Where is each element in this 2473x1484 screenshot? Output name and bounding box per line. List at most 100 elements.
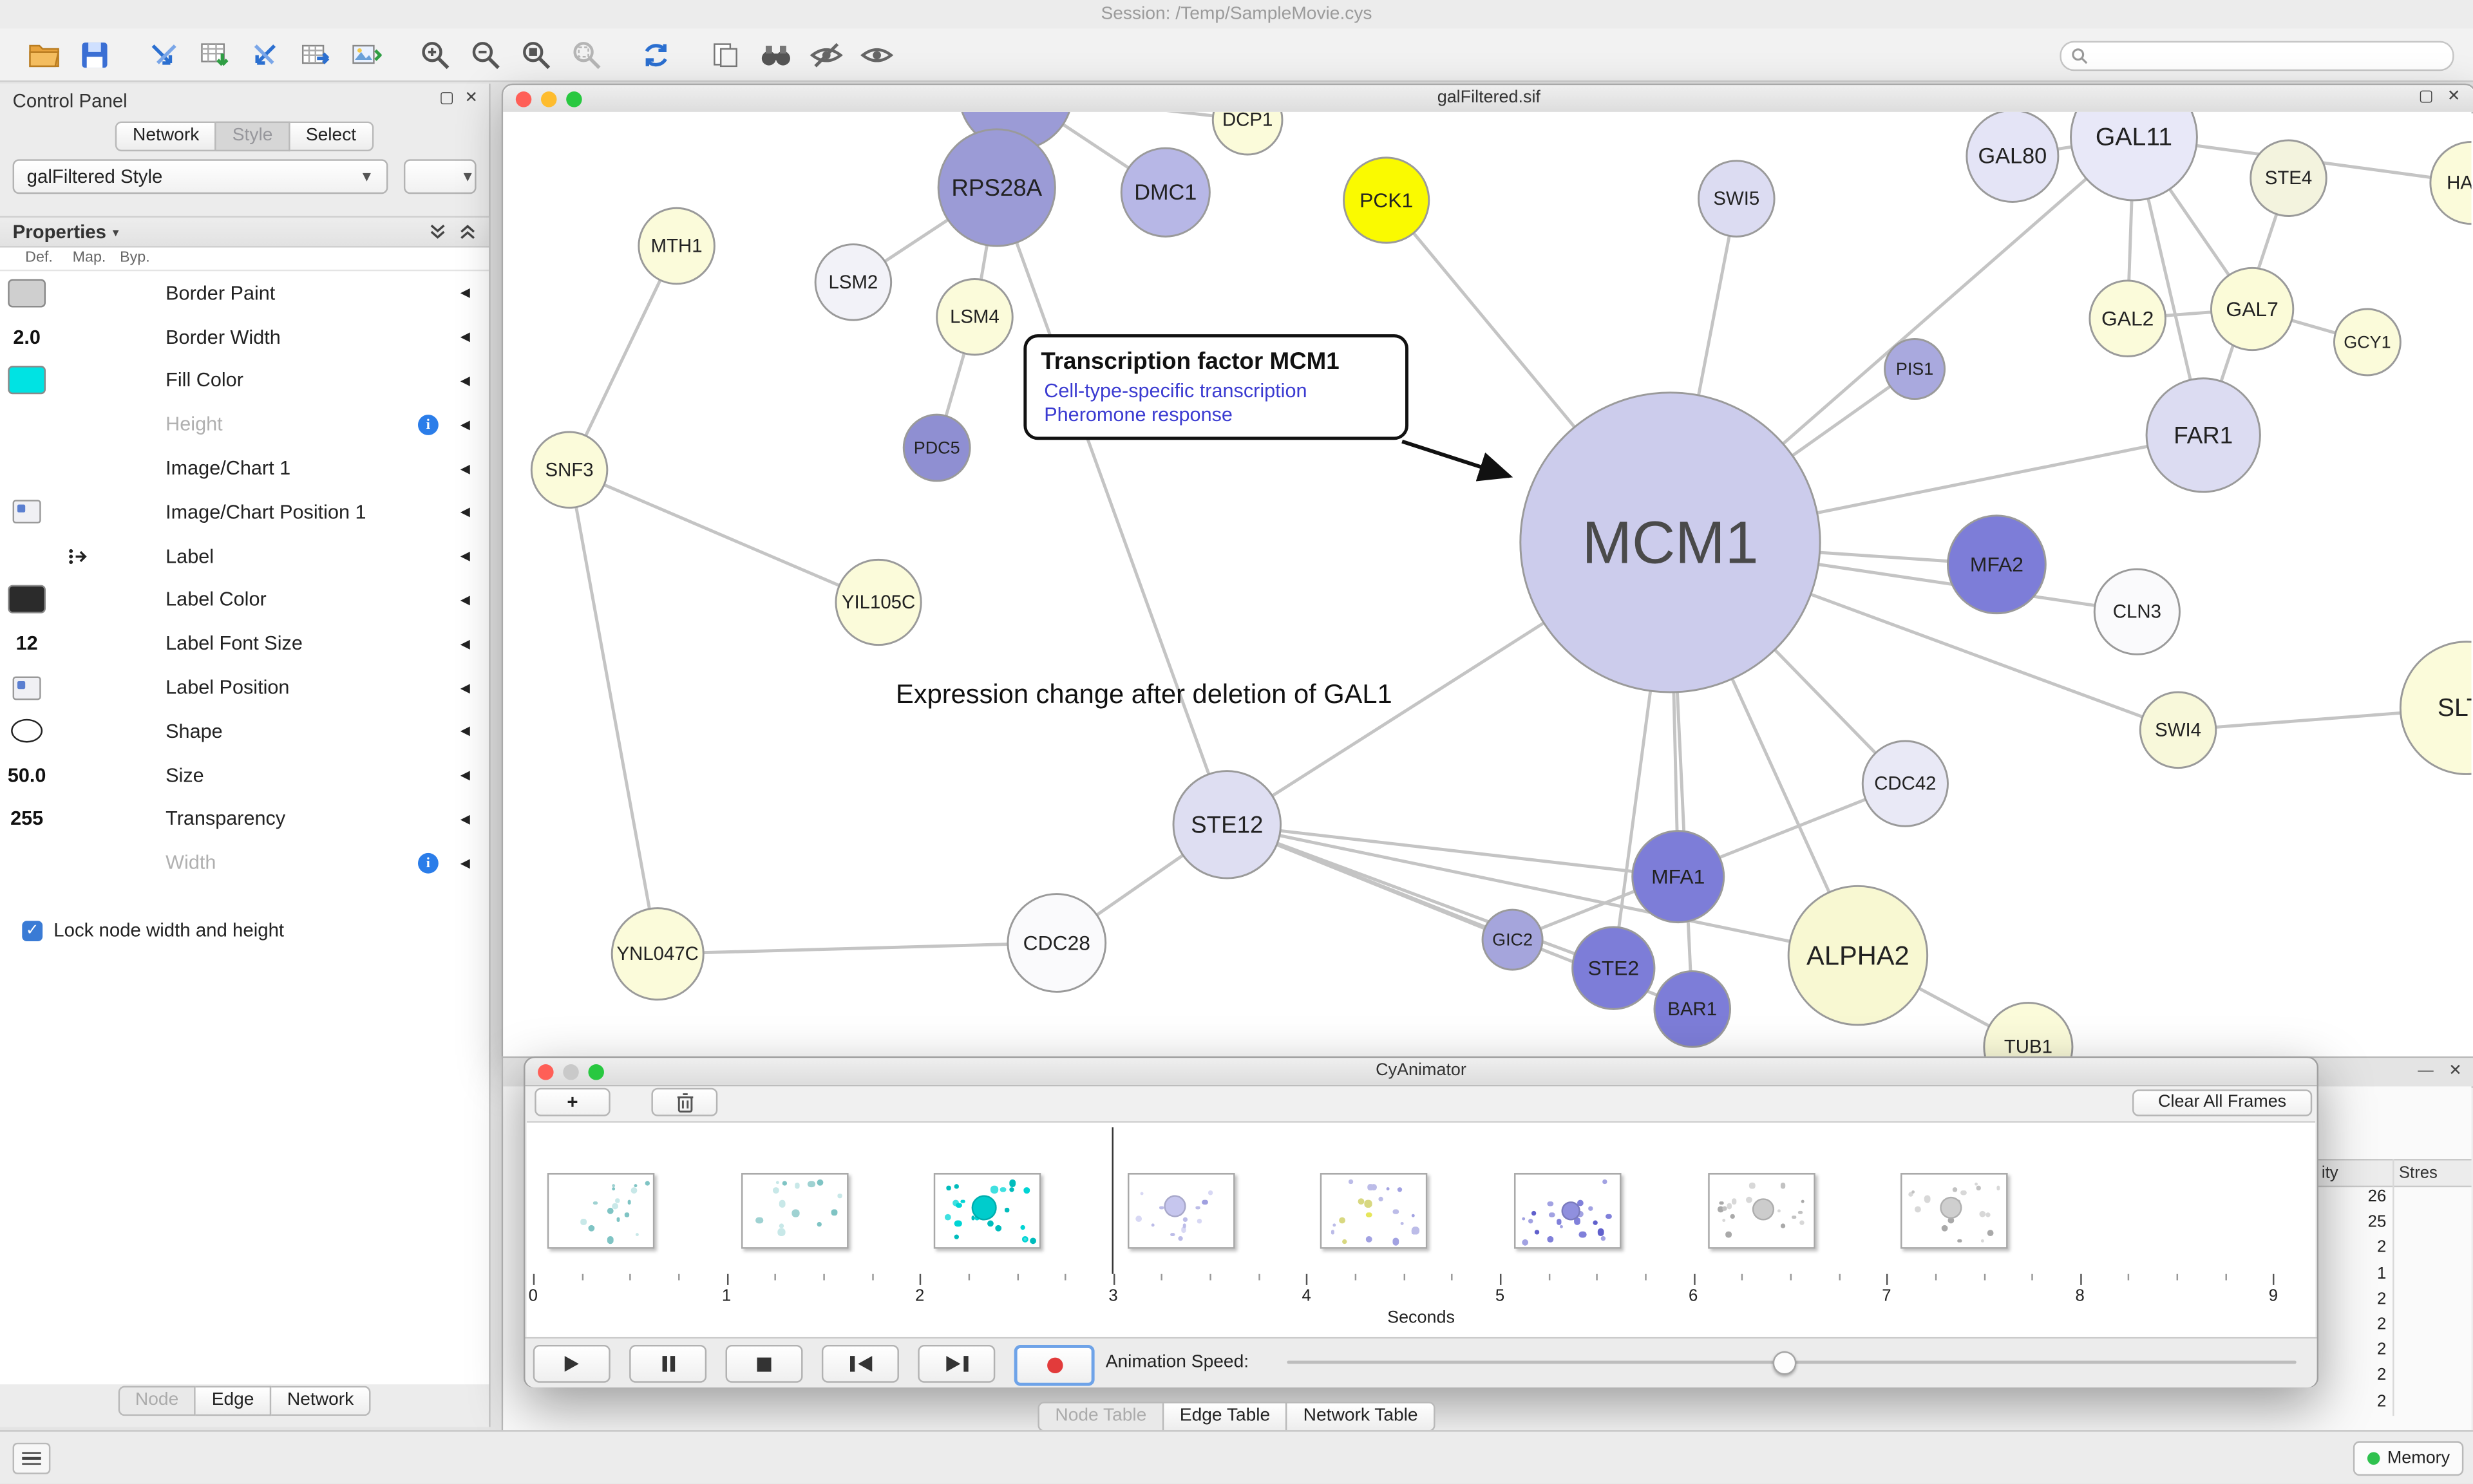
table-row[interactable]: 26 (2317, 1187, 2472, 1213)
node-TUB1[interactable]: TUB1 (1983, 1002, 2074, 1057)
hide-selected-button[interactable] (801, 32, 851, 77)
export-network-button[interactable] (240, 32, 290, 77)
expand-row-icon[interactable]: ◀ (460, 724, 470, 739)
annotation-link[interactable]: Cell-type-specific transcription (1044, 380, 1307, 402)
node-GAL80[interactable]: GAL80 (1966, 111, 2060, 203)
edge-YIL105C-SNF3[interactable] (569, 468, 880, 604)
show-all-button[interactable] (851, 32, 902, 77)
minimize-window-icon[interactable] (563, 1063, 579, 1080)
node-STE12[interactable]: STE12 (1172, 770, 1282, 879)
edge-DCP1-RPS28B[interactable] (1016, 111, 1248, 122)
table-row[interactable]: 2 (2317, 1315, 2472, 1340)
node-GCY1[interactable]: GCY1 (2333, 308, 2402, 377)
node-MFA2[interactable]: MFA2 (1947, 514, 2047, 615)
record-button[interactable] (1014, 1344, 1095, 1386)
find-network-button[interactable] (751, 32, 801, 77)
node-MFA1[interactable]: MFA1 (1631, 830, 1725, 924)
expand-row-icon[interactable]: ◀ (460, 286, 470, 301)
expand-row-icon[interactable]: ◀ (460, 330, 470, 344)
stop-button[interactable] (725, 1344, 803, 1383)
playhead[interactable] (1112, 1127, 1113, 1274)
network-window-titlebar[interactable]: galFiltered.sif ▢ ✕ (503, 85, 2473, 114)
property-row-label-position[interactable]: Label Position◀ (0, 666, 489, 709)
frame-thumbnail-7[interactable] (1900, 1173, 2009, 1249)
default-value-cell[interactable] (0, 675, 53, 700)
panel-toggle-button[interactable] (12, 1442, 51, 1474)
tab-edge-table[interactable]: Edge Table (1164, 1402, 1288, 1432)
tab-select[interactable]: Select (290, 121, 374, 152)
default-value-cell[interactable] (0, 585, 53, 614)
annotation-box[interactable]: Transcription factor MCM1 Cell-type-spec… (1023, 334, 1408, 440)
expand-row-icon[interactable]: ◀ (460, 373, 470, 388)
network-canvas[interactable]: RPS28BDCP1RPS28ADMC1PCK1SWI5GAL80GAL11ST… (503, 111, 2472, 1057)
lock-size-checkbox[interactable]: ✓ (22, 919, 43, 941)
expand-row-icon[interactable]: ◀ (460, 505, 470, 520)
float-window-icon[interactable]: ▢ (2418, 88, 2434, 106)
cyanimator-titlebar[interactable]: CyAnimator (525, 1058, 2317, 1087)
node-PDC5[interactable]: PDC5 (902, 413, 971, 482)
close-panel-icon[interactable]: ✕ (464, 89, 478, 108)
property-row-shape[interactable]: Shape◀ (0, 709, 489, 753)
clear-all-frames-button[interactable]: Clear All Frames (2132, 1089, 2313, 1116)
table-row[interactable]: 1 (2317, 1264, 2472, 1290)
expand-row-icon[interactable]: ◀ (460, 768, 470, 783)
edge-MTH1-SNF3[interactable] (567, 245, 678, 471)
expand-row-icon[interactable]: ◀ (460, 592, 470, 607)
edge-STE12-ALPHA2[interactable] (1226, 823, 1859, 957)
table-row[interactable]: 2 (2317, 1391, 2472, 1417)
import-network-button[interactable] (139, 32, 189, 77)
edge-STE12-MFA1[interactable] (1227, 823, 1678, 879)
export-image-button[interactable] (341, 32, 391, 77)
node-BAR1[interactable]: BAR1 (1653, 970, 1732, 1048)
frame-thumbnail-6[interactable] (1707, 1173, 1815, 1249)
frame-thumbnail-2[interactable] (934, 1173, 1041, 1249)
refresh-view-button[interactable] (631, 32, 681, 77)
node-STE2[interactable]: STE2 (1571, 926, 1656, 1010)
close-view-icon[interactable]: ✕ (2447, 88, 2461, 106)
frame-thumbnail-4[interactable] (1320, 1173, 1428, 1249)
expand-row-icon[interactable]: ◀ (460, 680, 470, 695)
property-row-label[interactable]: Label◀ (0, 534, 489, 578)
default-value-cell[interactable] (0, 500, 53, 524)
table-row[interactable]: 2 (2317, 1290, 2472, 1315)
table-row[interactable]: 2 (2317, 1366, 2472, 1392)
collapse-all-icon[interactable] (429, 222, 446, 241)
node-SWI5[interactable]: SWI5 (1698, 160, 1776, 238)
node-MCM1[interactable]: MCM1 (1519, 391, 1821, 693)
node-YNL047C[interactable]: YNL047C (611, 907, 705, 1001)
node-PCK1[interactable]: PCK1 (1343, 156, 1430, 244)
tab-node-table[interactable]: Node Table (1038, 1402, 1164, 1432)
zoom-fit-button[interactable] (511, 32, 561, 77)
expand-row-icon[interactable]: ◀ (460, 636, 470, 651)
float-panel-icon[interactable]: ▢ (439, 89, 455, 108)
node-GAL7[interactable]: GAL7 (2210, 267, 2295, 352)
tab-edge[interactable]: Edge (196, 1385, 272, 1416)
node-LSM4[interactable]: LSM4 (936, 278, 1014, 356)
property-row-label-color[interactable]: Label Color◀ (0, 578, 489, 622)
save-session-button[interactable] (70, 32, 120, 77)
edge-YNL047C-CDC28[interactable] (658, 941, 1057, 956)
expand-row-icon[interactable]: ◀ (460, 461, 470, 476)
node-GAL2[interactable]: GAL2 (2089, 279, 2166, 357)
zoom-out-button[interactable] (460, 32, 511, 77)
open-session-button[interactable] (19, 32, 69, 77)
expand-row-icon[interactable]: ◀ (460, 812, 470, 827)
frame-thumbnail-1[interactable] (741, 1173, 848, 1249)
properties-header[interactable]: Properties ▾ (0, 217, 489, 248)
zoom-in-button[interactable] (410, 32, 460, 77)
style-options-button[interactable]: ▼ (403, 159, 477, 194)
property-row-image-chart-1[interactable]: Image/Chart 1◀ (0, 447, 489, 491)
maximize-window-icon[interactable] (566, 90, 582, 107)
property-row-image-chart-position-1[interactable]: Image/Chart Position 1◀ (0, 491, 489, 534)
edge-RPS28A-STE12[interactable] (995, 187, 1229, 825)
minimize-window-icon[interactable] (541, 90, 557, 107)
default-value-cell[interactable] (0, 366, 53, 395)
pause-button[interactable] (629, 1344, 707, 1383)
default-value-cell[interactable] (0, 719, 53, 744)
search-input[interactable] (2094, 44, 2443, 68)
search-field[interactable] (2060, 41, 2454, 71)
annotation-link[interactable]: Pheromone response (1044, 403, 1233, 426)
